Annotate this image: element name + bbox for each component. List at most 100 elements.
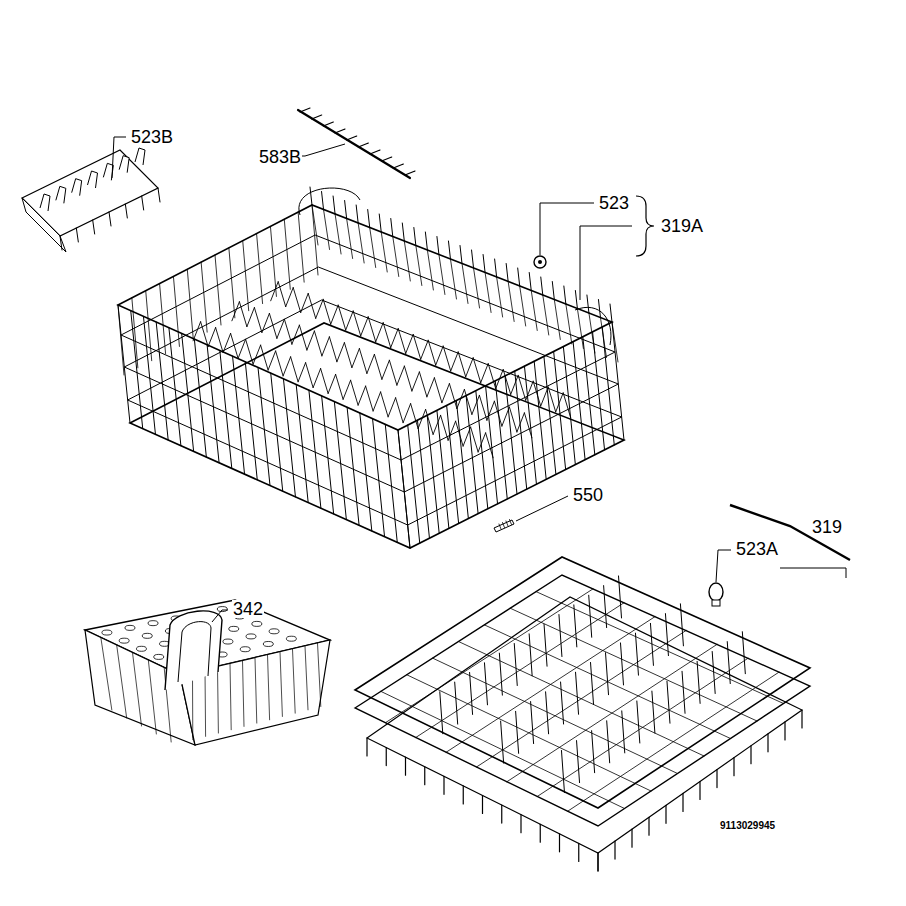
- basket-wire: [220, 350, 232, 468]
- rack-tine: [496, 369, 504, 388]
- rack-tine: [396, 398, 404, 423]
- basket-tine: [546, 692, 549, 734]
- basket-wire: [612, 322, 618, 362]
- leader-line: [112, 137, 126, 178]
- rack-tine: [488, 364, 496, 389]
- basket-wire: [408, 425, 420, 543]
- basket-tine: [499, 653, 502, 695]
- rack-tine: [419, 372, 427, 397]
- basket-hole: [125, 625, 135, 630]
- basket-tine: [592, 731, 595, 773]
- basket-tine: [727, 642, 730, 684]
- bracket: [636, 196, 654, 256]
- basket-wire: [524, 366, 536, 484]
- basket-wire: [194, 339, 206, 457]
- rack-tine: [306, 363, 314, 388]
- rack-tine: [359, 349, 367, 374]
- basket-base: [367, 597, 802, 853]
- rack-tooth: [76, 228, 78, 242]
- rack-tine: [443, 346, 451, 371]
- basket-rim: [355, 557, 810, 808]
- rack-tine: [428, 340, 436, 365]
- leader-line: [580, 226, 632, 300]
- basket-tine: [322, 192, 324, 210]
- basket-hole: [217, 607, 227, 612]
- rack-tine: [456, 421, 464, 446]
- basket-tine: [591, 662, 594, 704]
- rack-tine: [328, 374, 336, 393]
- leader-lines: [112, 137, 850, 622]
- basket-leg: [540, 824, 541, 842]
- basket-tine: [682, 671, 685, 713]
- basket-tine: [587, 295, 589, 313]
- basket-hole: [148, 621, 158, 626]
- basket-tine: [574, 605, 577, 647]
- rack-tine: [383, 323, 391, 348]
- basket-wire: [271, 373, 283, 491]
- callout-number: 319A: [660, 217, 704, 235]
- basket-slot: [305, 646, 308, 710]
- basket-tine: [437, 237, 439, 255]
- lower-basket: [355, 557, 810, 871]
- rack-tine: [277, 319, 285, 338]
- basket-tine: [589, 595, 592, 637]
- basket-tine: [559, 615, 562, 657]
- rack-tine: [313, 369, 321, 388]
- basket-wire: [510, 608, 757, 721]
- basket-tine: [460, 246, 462, 264]
- basket-tine: [440, 692, 443, 734]
- rack-tine: [478, 433, 486, 452]
- basket-wire: [398, 430, 410, 548]
- basket-wire: [385, 424, 397, 542]
- rack-tine: [353, 311, 361, 336]
- rack-tine: [487, 401, 495, 420]
- basket-tine: [697, 661, 700, 703]
- basket-tine: [680, 604, 683, 646]
- tine-strip-tooth: [370, 150, 380, 154]
- cutlery-basket: [85, 600, 330, 745]
- basket-wire: [417, 420, 429, 538]
- basket-wire: [245, 362, 257, 480]
- rack-tine: [269, 313, 277, 338]
- basket-wire: [427, 250, 433, 290]
- wheel-symbol: [538, 260, 542, 264]
- wheel-symbol: [712, 600, 720, 606]
- rack-tine: [322, 337, 330, 356]
- basket-tine: [470, 672, 473, 714]
- rack-tine: [479, 395, 487, 420]
- basket-hole: [154, 654, 164, 659]
- basket-tine: [619, 576, 622, 618]
- leader-line: [516, 496, 568, 521]
- basket-handle: [299, 188, 360, 215]
- rack-tine: [352, 349, 360, 368]
- basket-tine: [604, 586, 607, 628]
- rack-tine: [238, 339, 246, 358]
- rack-tine: [464, 389, 472, 414]
- basket-tine: [455, 682, 458, 724]
- basket-wire: [373, 419, 385, 537]
- basket-wire: [495, 381, 507, 499]
- basket-wire: [497, 277, 503, 317]
- rack-tine: [434, 378, 442, 403]
- rack-tine: [343, 380, 351, 399]
- basket-wire: [450, 259, 456, 299]
- rack-tine: [268, 351, 276, 370]
- basket-tine: [577, 741, 580, 783]
- rack-tine: [556, 393, 564, 412]
- rack-tine: [299, 325, 307, 350]
- rack-tooth: [119, 156, 129, 173]
- basket-leg: [424, 767, 425, 785]
- rack-tine: [457, 389, 465, 408]
- basket-slot: [255, 658, 257, 724]
- leader-line: [212, 610, 228, 622]
- basket-wire: [334, 402, 346, 520]
- rack-tine: [373, 392, 381, 411]
- basket-wire: [160, 284, 166, 354]
- rack-tine: [239, 302, 247, 327]
- rack-tine: [448, 421, 456, 440]
- basket-leg: [597, 853, 598, 871]
- rack-tine: [231, 333, 239, 358]
- rack-tine: [397, 366, 405, 385]
- basket-tine: [607, 721, 610, 763]
- basket-wire: [347, 407, 359, 525]
